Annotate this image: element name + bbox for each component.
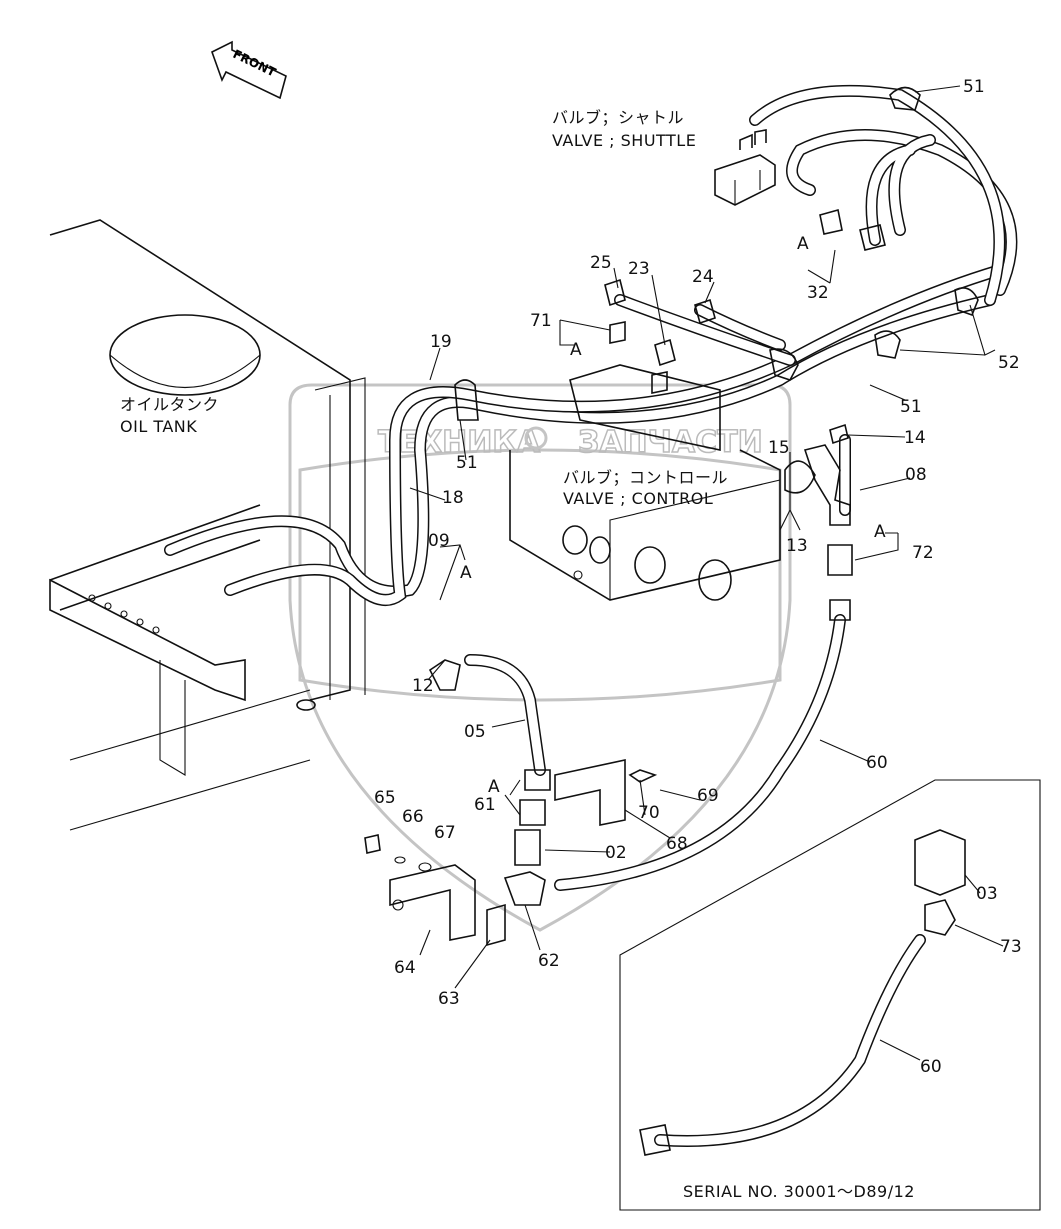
callout: 69 bbox=[697, 786, 719, 806]
callout: A bbox=[874, 522, 886, 542]
callout: 60 bbox=[920, 1057, 942, 1077]
shuttle-valve bbox=[714, 129, 776, 206]
shuttle-valve-jp: バルブ；シャトル bbox=[552, 108, 684, 127]
callout: 51 bbox=[900, 397, 922, 417]
callout: 08 bbox=[905, 465, 927, 485]
gear-icon bbox=[524, 426, 548, 450]
callout: 61 bbox=[474, 795, 496, 815]
leader-lines bbox=[409, 85, 1004, 1061]
callout: 65 bbox=[374, 788, 396, 808]
fittings bbox=[364, 86, 979, 1156]
callout: 03 bbox=[976, 884, 998, 904]
control-valve-en: VALVE ; CONTROL bbox=[563, 489, 713, 508]
callout: A bbox=[460, 563, 472, 583]
oil-tank bbox=[49, 219, 366, 831]
control-valve-jp: バルブ；コントロール bbox=[563, 468, 728, 487]
callout: 63 bbox=[438, 989, 460, 1009]
callout: 70 bbox=[638, 803, 660, 823]
callout: 05 bbox=[464, 722, 486, 742]
callouts: 51 25 23 24 71 A 19 51 52 14 15 08 13 A … bbox=[374, 77, 1022, 1077]
watermark-left: ТЕХНИКА bbox=[378, 425, 541, 460]
callout: 71 bbox=[530, 311, 552, 331]
front-arrow: FRONT bbox=[211, 40, 287, 100]
callout: 02 bbox=[605, 843, 627, 863]
callout: 15 bbox=[768, 438, 790, 458]
callout: 13 bbox=[786, 536, 808, 556]
callout: 51 bbox=[963, 77, 985, 97]
callout: 73 bbox=[1000, 937, 1022, 957]
callout: A bbox=[570, 340, 582, 360]
callout: 72 bbox=[912, 543, 934, 563]
callout: 23 bbox=[628, 259, 650, 279]
callout: 19 bbox=[430, 332, 452, 352]
callout: 14 bbox=[904, 428, 926, 448]
callout: A bbox=[488, 777, 500, 797]
control-valve bbox=[509, 364, 781, 601]
front-label: FRONT bbox=[231, 47, 279, 80]
callout: A bbox=[797, 234, 809, 254]
oil-tank-en: OIL TANK bbox=[120, 417, 197, 436]
callout: 62 bbox=[538, 951, 560, 971]
callout: 52 bbox=[998, 353, 1020, 373]
serial-number: SERIAL NO. 30001～D89/12 bbox=[683, 1182, 915, 1201]
callout: 60 bbox=[866, 753, 888, 773]
callout: 67 bbox=[434, 823, 456, 843]
oil-tank-jp: オイルタンク bbox=[120, 395, 219, 414]
callout: 51 bbox=[456, 453, 478, 473]
shuttle-valve-en: VALVE ; SHUTTLE bbox=[552, 131, 696, 150]
serial-variant-frame bbox=[619, 779, 1041, 1211]
callout: 66 bbox=[402, 807, 424, 827]
watermark: ТЕХНИКА ЗАПЧАСТИ bbox=[288, 383, 792, 932]
callout: 32 bbox=[807, 283, 829, 303]
callout: 09 bbox=[428, 531, 450, 551]
callout: 12 bbox=[412, 676, 434, 696]
callout: 24 bbox=[692, 267, 714, 287]
watermark-right: ЗАПЧАСТИ bbox=[578, 425, 763, 460]
callout: 68 bbox=[666, 834, 688, 854]
callout: 64 bbox=[394, 958, 416, 978]
callout: 25 bbox=[590, 253, 612, 273]
callout: 18 bbox=[442, 488, 464, 508]
hoses bbox=[164, 84, 1018, 1147]
